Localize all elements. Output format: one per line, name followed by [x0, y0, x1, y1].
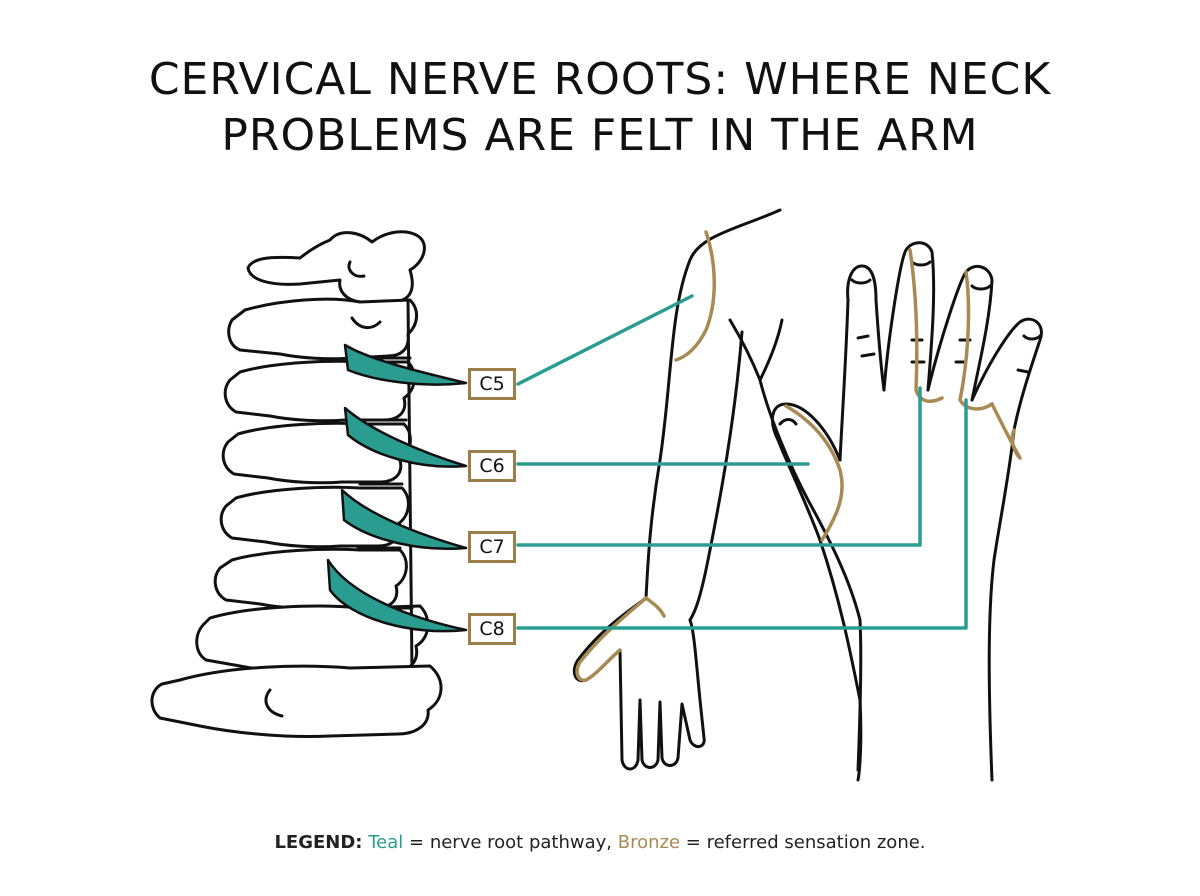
- legend-prefix: LEGEND:: [274, 832, 363, 853]
- vertebra-base: [150, 664, 443, 739]
- arm-outline: [572, 208, 863, 772]
- legend-bronze-word: Bronze: [617, 832, 681, 853]
- legend-teal-word: Teal: [368, 832, 404, 853]
- nerve-root-tail-c7: [340, 488, 468, 550]
- nerve-pathways: [516, 294, 968, 630]
- pathway-c8: [516, 398, 968, 630]
- cervical-spine: [150, 230, 443, 739]
- vertebra-c3: [227, 297, 418, 361]
- zone-c8-little: [990, 402, 1022, 460]
- sensation-zones: [575, 230, 1022, 682]
- nerve-root-tail-c6: [343, 406, 468, 468]
- pathway-c5: [516, 294, 694, 386]
- title-line-2: PROBLEMS ARE FELT IN THE ARM: [221, 110, 979, 161]
- legend-bronze-text: = referred sensation zone.: [685, 832, 926, 853]
- nerve-root-tail-c8: [326, 558, 468, 633]
- zone-c6-forearm-top: [644, 596, 666, 618]
- root-label-c8: C8: [468, 613, 516, 645]
- zone-c7-ring: [958, 270, 994, 411]
- root-label-c6: C6: [468, 450, 516, 482]
- hand-outline: [770, 241, 1043, 782]
- nerve-root-tail-c5: [343, 343, 468, 386]
- zone-c6-thumb: [784, 404, 844, 542]
- legend-teal-text: = nerve root pathway,: [409, 832, 613, 853]
- vertebra-c2: [246, 230, 426, 304]
- root-label-c5: C5: [468, 368, 516, 400]
- pathway-c7: [516, 386, 922, 547]
- root-label-c7: C7: [468, 531, 516, 563]
- title-line-1: CERVICAL NERVE ROOTS: WHERE NECK: [148, 54, 1052, 105]
- legend: LEGEND: Teal = nerve root pathway, Bronz…: [0, 832, 1200, 853]
- zone-c6-forearm: [575, 596, 648, 682]
- page-title: CERVICAL NERVE ROOTS: WHERE NECK PROBLEM…: [0, 52, 1200, 164]
- zone-c5-shoulder: [674, 230, 716, 362]
- zone-c7-middle: [908, 248, 944, 404]
- nerve-root-tails: [326, 343, 468, 633]
